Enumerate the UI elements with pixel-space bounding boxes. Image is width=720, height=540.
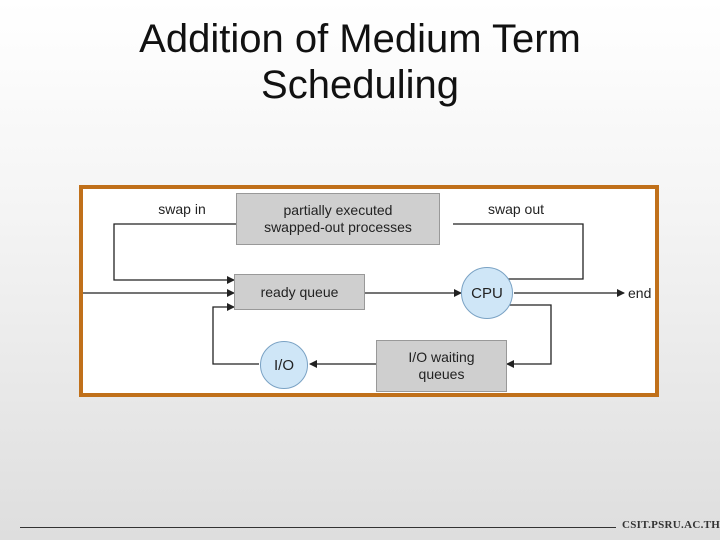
footer-divider: [20, 527, 616, 528]
ready-queue-box: ready queue: [234, 274, 365, 310]
swap-in-label: swap in: [158, 201, 206, 217]
title-line-1: Addition of Medium Term: [139, 17, 581, 61]
cpu-node: CPU: [461, 267, 513, 319]
swap-out-label: swap out: [487, 201, 545, 217]
swap-out-arrow: [453, 223, 584, 283]
slide-title: Addition of Medium Term Scheduling: [0, 16, 720, 108]
io-node: I/O: [260, 341, 308, 389]
partially-executed-line-1: partially executed: [283, 202, 393, 218]
io-waiting-line-2: queues: [418, 366, 465, 382]
scheduling-diagram: swap in swap out partially executed swap…: [79, 185, 659, 397]
io-to-ready-arrow: [212, 303, 259, 365]
swap-in-arrow: [113, 223, 236, 284]
footer-site: CSIT.PSRU.AC.TH: [622, 519, 720, 531]
end-label: end: [628, 285, 652, 301]
title-line-2: Scheduling: [261, 63, 459, 107]
partially-executed-box: partially executed swapped-out processes: [236, 193, 440, 245]
io-waiting-queues-box: I/O waiting queues: [376, 340, 507, 392]
diagram-arrows: [83, 223, 625, 368]
cpu-label: CPU: [471, 284, 503, 302]
partially-executed-line-2: swapped-out processes: [264, 219, 412, 235]
io-waiting-line-1: I/O waiting: [408, 349, 475, 365]
cpu-to-io-wait-arrow: [503, 304, 552, 368]
io-label: I/O: [273, 356, 294, 374]
